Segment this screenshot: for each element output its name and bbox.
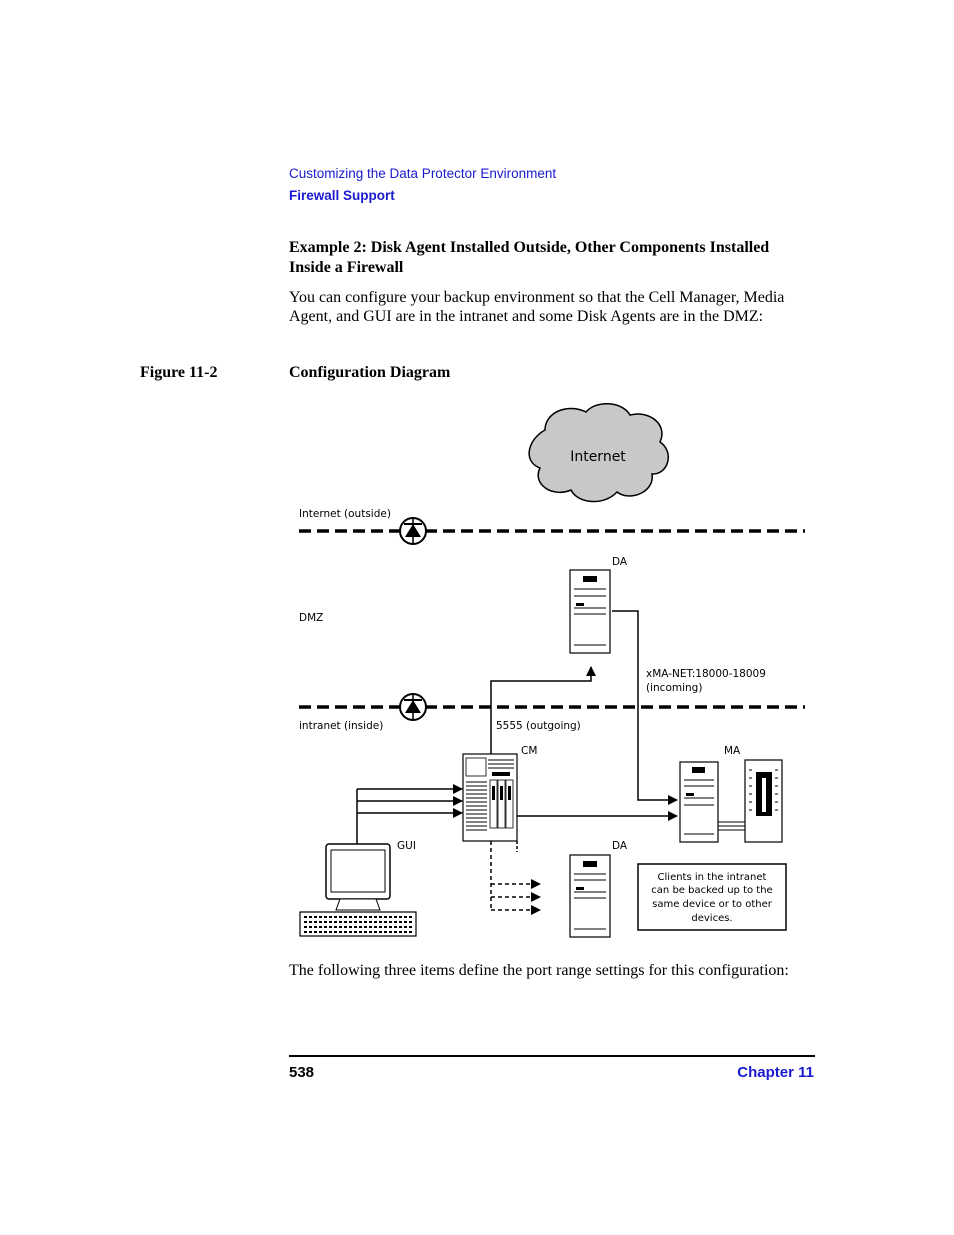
note-line-4: devices.: [691, 913, 732, 924]
port-incoming-label-1: xMA-NET:18000-18009: [646, 668, 766, 680]
intro-paragraph: You can configure your backup environmen…: [289, 289, 785, 325]
note-line-1: Clients in the intranet: [658, 872, 767, 883]
port-outgoing-label: 5555 (outgoing): [496, 720, 581, 732]
tape-library-icon: [744, 759, 783, 843]
cm-to-da-arrow: [490, 666, 596, 754]
server-ma-icon: [679, 761, 719, 843]
note-line-3: same device or to other: [652, 899, 773, 910]
zone-inside-label: intranet (inside): [299, 720, 383, 732]
footer-rule: [289, 1055, 815, 1057]
gui-workstation-icon: [299, 843, 417, 937]
da-to-ma-arrow: [612, 610, 678, 805]
node-cm-label: CM: [521, 745, 537, 757]
node-da-intranet-label: DA: [612, 840, 628, 852]
node-gui-label: GUI: [397, 840, 416, 852]
figure-title: Configuration Diagram: [289, 364, 451, 381]
section-heading: Example 2: Disk Agent Installed Outside,…: [289, 239, 770, 276]
node-ma-label: MA: [724, 745, 741, 757]
note-box: [637, 863, 787, 931]
server-da-dmz-icon: [569, 569, 611, 654]
page-number: 538: [289, 1064, 315, 1081]
server-da-intranet-icon: [569, 854, 611, 938]
firewall-inner-icon: [399, 693, 427, 721]
chapter-link[interactable]: Chapter 11: [737, 1064, 814, 1081]
note-line-2: can be backed up to the: [651, 885, 772, 896]
node-da-dmz-label: DA: [612, 556, 628, 568]
firewall-outer-icon: [399, 517, 427, 545]
port-incoming-label-2: (incoming): [646, 682, 702, 694]
outro-paragraph: The following three items define the por…: [289, 962, 789, 979]
cloud-label: Internet: [570, 449, 626, 465]
breadcrumb-section[interactable]: Customizing the Data Protector Environme…: [289, 166, 557, 181]
breadcrumb-subsection[interactable]: Firewall Support: [289, 188, 395, 203]
zone-outside-label: Internet (outside): [299, 508, 391, 520]
figure-number: Figure 11-2: [140, 364, 218, 381]
zone-dmz-label: DMZ: [299, 612, 323, 624]
internet-cloud-icon: [528, 403, 670, 503]
server-cm-icon: [462, 753, 518, 842]
